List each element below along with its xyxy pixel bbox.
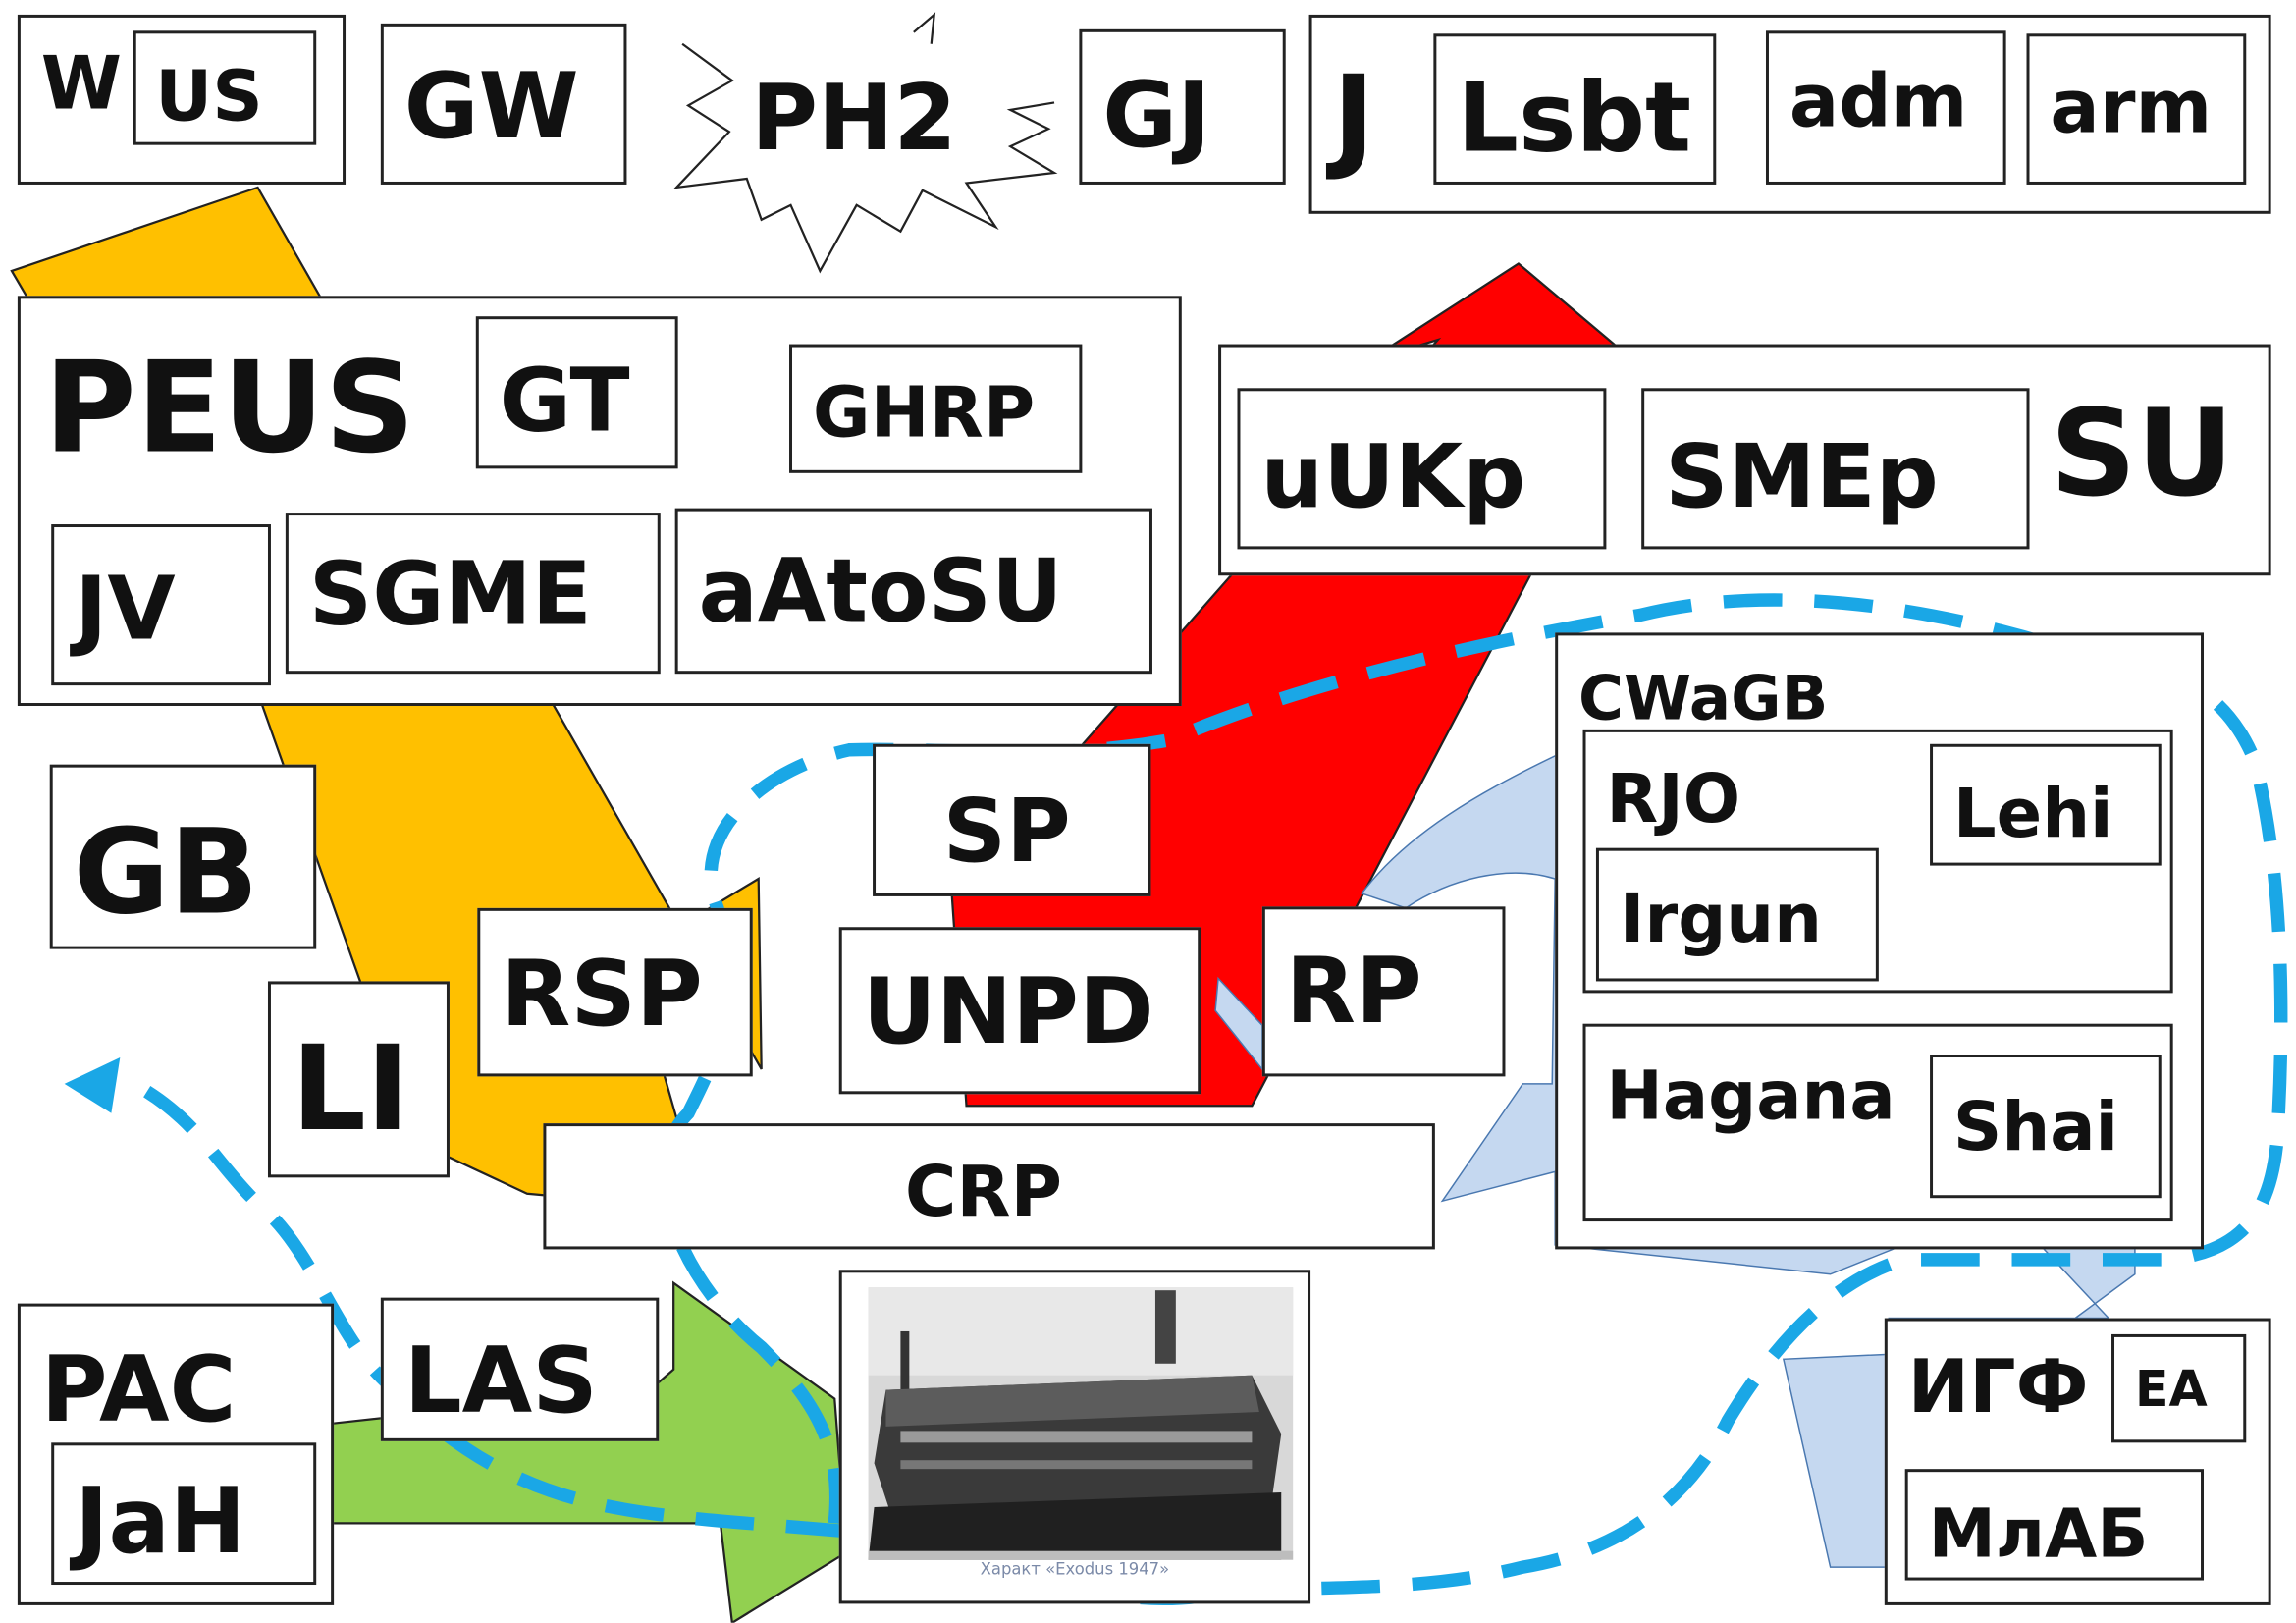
box-ea	[2111, 1333, 2247, 1443]
label-cwagb: CWaGB	[1578, 662, 1829, 734]
label-peus: PEUS	[43, 335, 415, 482]
label-shai: Shai	[1952, 1086, 2119, 1166]
label-mlab: МлАБ	[1928, 1493, 2149, 1574]
label-hagana: Hagana	[1606, 1055, 1896, 1136]
dashed-arrowhead	[64, 1057, 121, 1113]
box-crp	[543, 1123, 1435, 1250]
label-gj: GJ	[1102, 61, 1211, 169]
box-gt	[475, 316, 678, 469]
box-las	[380, 1297, 660, 1441]
box-sgme	[285, 513, 661, 675]
box-unpd	[838, 927, 1201, 1095]
label-gb: GB	[73, 803, 259, 941]
box-irgun	[1595, 847, 1879, 982]
box-aatosu	[674, 508, 1152, 675]
box-arm	[2026, 33, 2247, 185]
label-ghrp: GHRP	[812, 371, 1036, 455]
ship-photo: Характ «Exodus 1947»	[838, 1270, 1311, 1604]
label-irgun: Irgun	[1619, 879, 1823, 958]
label-pac: PAC	[40, 1335, 237, 1443]
label-gw: GW	[403, 52, 579, 160]
label-w: W	[40, 40, 123, 127]
label-us: US	[155, 55, 263, 138]
label-rsp: RSP	[501, 940, 703, 1048]
box-lsbt	[1433, 33, 1717, 185]
label-arm: arm	[2050, 64, 2213, 150]
box-jah	[51, 1442, 317, 1586]
box-lehi	[1930, 743, 2162, 866]
label-lsbt: Lsbt	[1457, 61, 1692, 175]
label-sp: SP	[942, 781, 1071, 884]
label-ph2: PH2	[751, 64, 957, 172]
label-su: SU	[2050, 385, 2234, 525]
box-gw	[380, 23, 627, 185]
starburst	[673, 12, 1058, 274]
box-rp	[1261, 906, 1506, 1077]
box-shai	[1930, 1055, 2162, 1199]
label-crp: CRP	[904, 1151, 1063, 1234]
dashed-path-inner	[658, 593, 2053, 1525]
box-mlab	[1904, 1469, 2205, 1581]
box-rsp	[477, 907, 753, 1077]
box-uukp	[1237, 388, 1607, 550]
blue-arrow-head	[1214, 976, 1263, 1072]
label-ea: EA	[2134, 1360, 2208, 1420]
box-ghrp	[789, 344, 1083, 473]
label-aatosu: aAtoSU	[698, 540, 1063, 643]
label-unpd: UNPD	[862, 957, 1154, 1065]
label-j: J	[1332, 52, 1375, 185]
label-li: LI	[291, 1020, 410, 1158]
label-uukp: uUKp	[1260, 426, 1526, 529]
label-rp: RP	[1285, 937, 1422, 1045]
box-gb	[49, 764, 317, 949]
photo-caption: Характ «Exodus 1947»	[980, 1559, 1170, 1580]
label-gt: GT	[499, 350, 630, 453]
box-smep	[1641, 388, 2030, 550]
label-sgme: SGME	[308, 543, 592, 646]
label-jv: JV	[75, 558, 176, 661]
label-smep: SMEp	[1665, 426, 1939, 529]
label-lehi: Lehi	[1952, 773, 2113, 853]
box-li	[267, 981, 450, 1178]
label-rjo: RJO	[1606, 758, 1741, 839]
label-adm: adm	[1789, 58, 1968, 144]
label-igf: ИГФ	[1907, 1344, 2089, 1430]
box-adm	[1765, 30, 2006, 185]
ship-photo-image	[868, 1287, 1294, 1560]
box-sp	[873, 743, 1151, 896]
box-us	[133, 30, 317, 145]
box-gj	[1079, 28, 1286, 185]
label-jah: JaH	[75, 1467, 246, 1575]
box-jv	[51, 524, 271, 686]
label-las: LAS	[403, 1326, 598, 1434]
